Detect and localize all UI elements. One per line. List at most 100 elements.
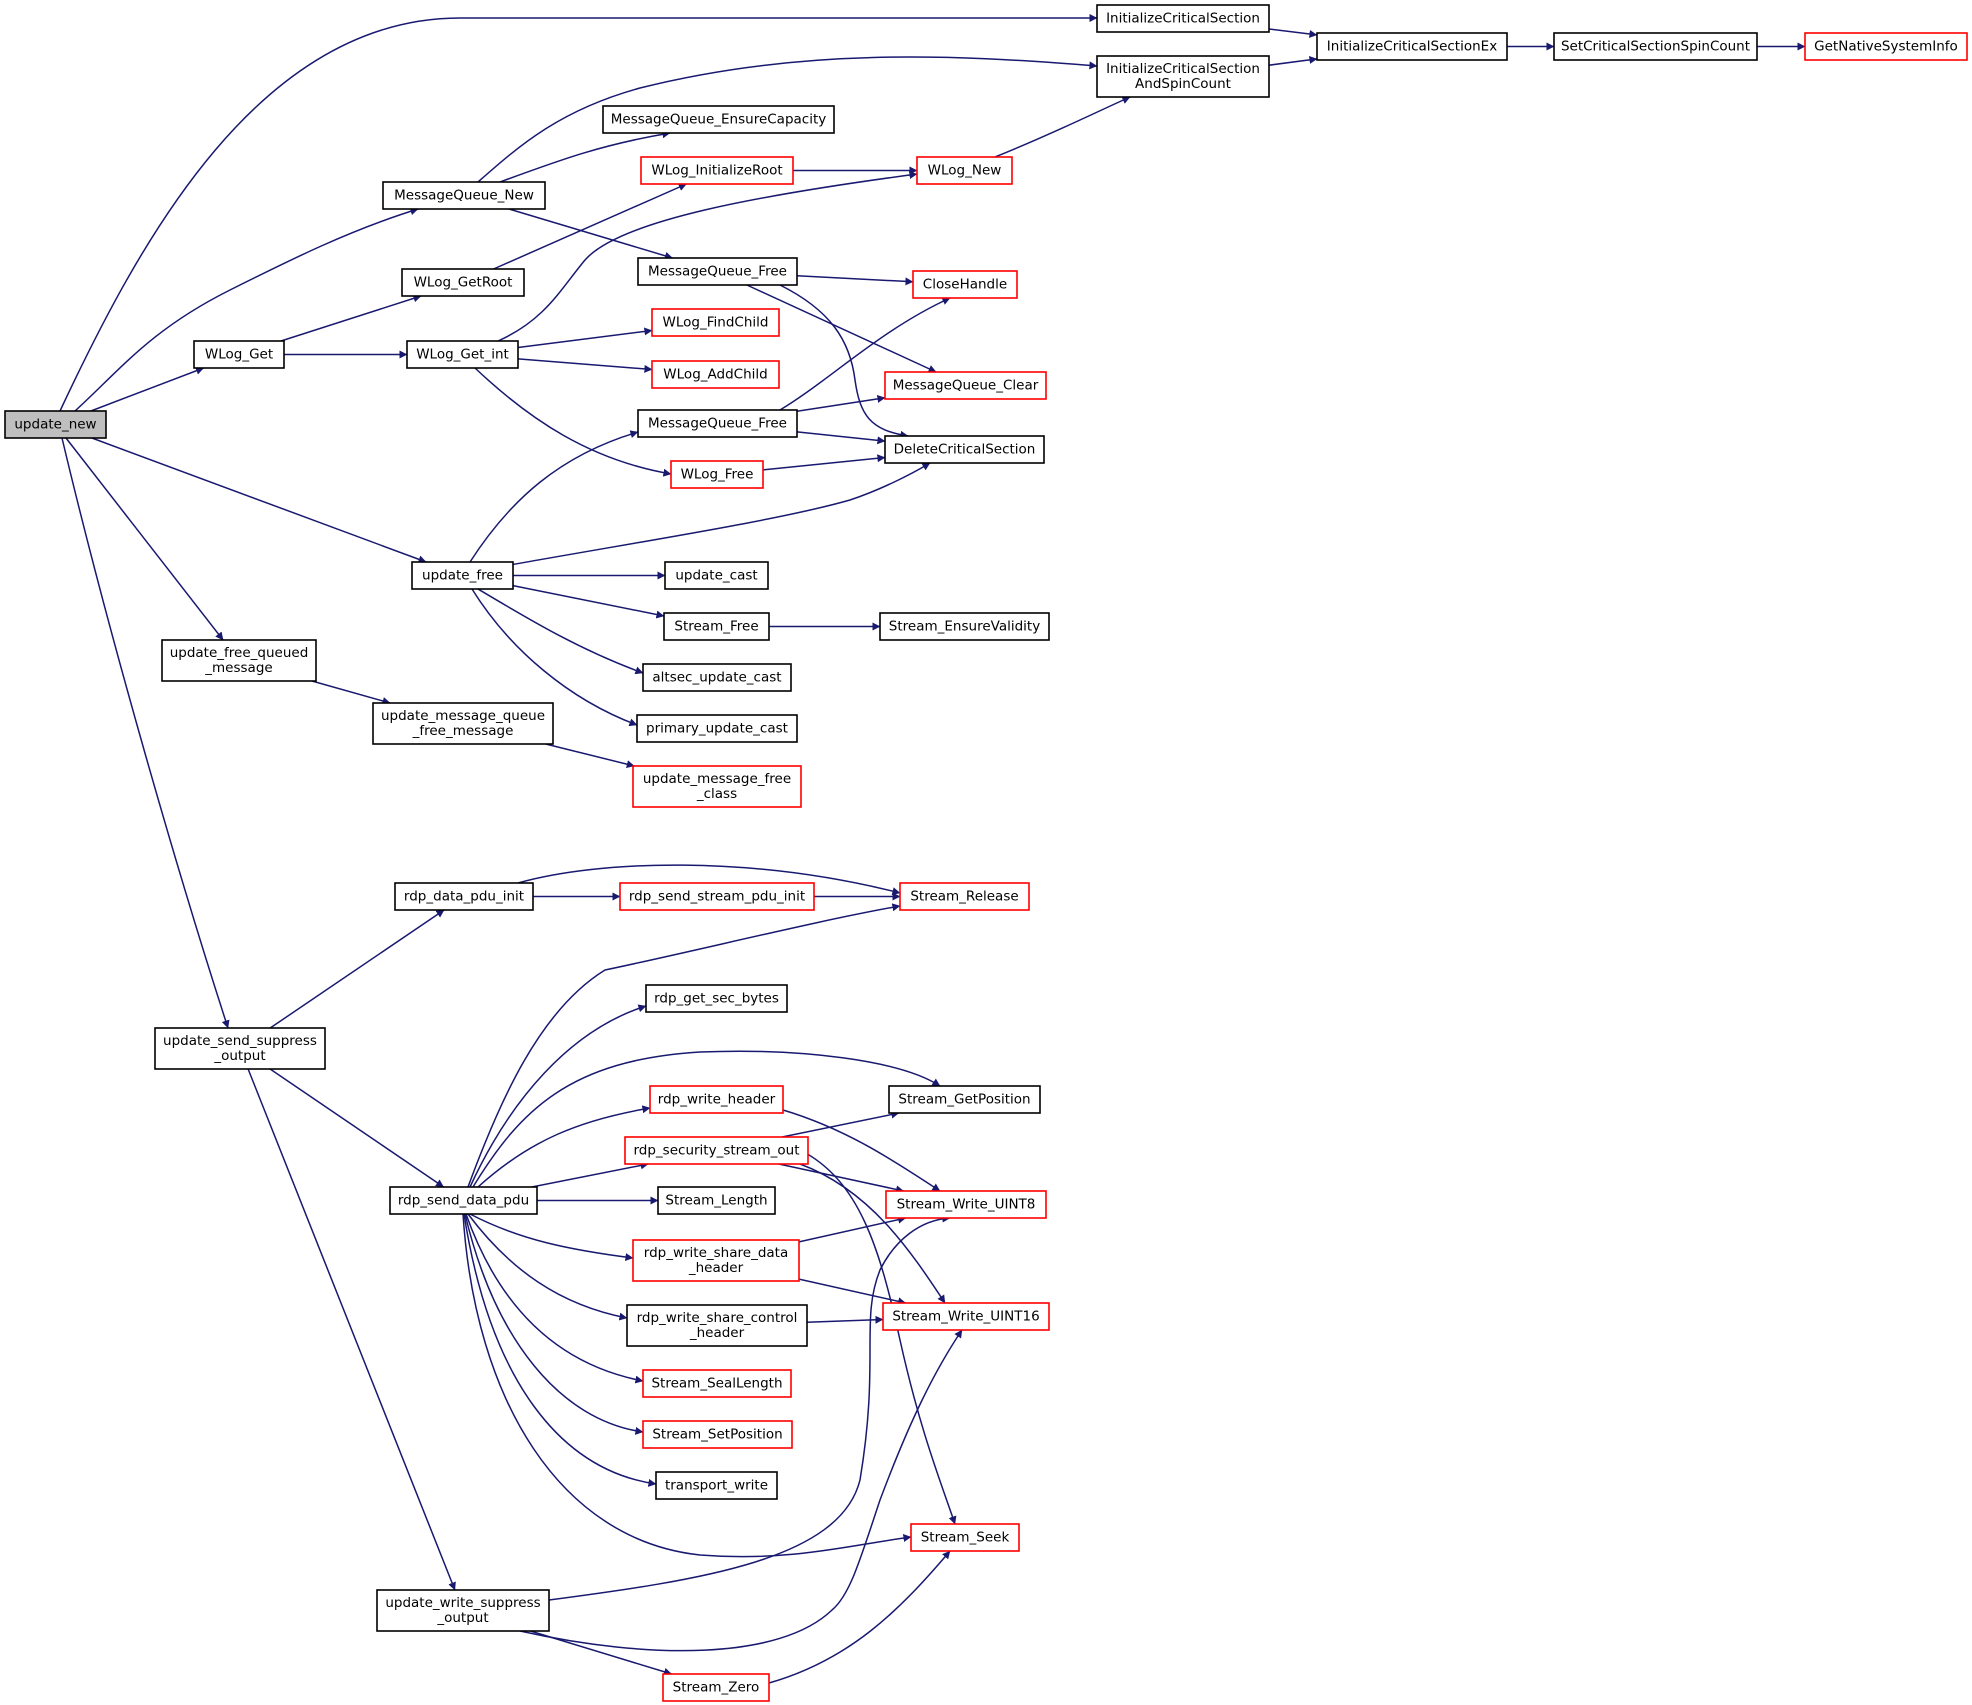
node-Stream_Release[interactable]: Stream_Release bbox=[899, 882, 1030, 911]
node-label: rdp_security_stream_out bbox=[633, 1143, 799, 1159]
node-rdp_write_share_data_header[interactable]: rdp_write_share_data_header bbox=[632, 1239, 800, 1282]
node-rdp_get_sec_bytes[interactable]: rdp_get_sec_bytes bbox=[645, 984, 788, 1013]
node-WLog_GetRoot[interactable]: WLog_GetRoot bbox=[401, 268, 525, 297]
edge-rdp_send_data_pdu-to-Stream_SealLength bbox=[465, 1213, 644, 1384]
edge-rdp_send_data_pdu-to-rdp_write_share_data_header bbox=[469, 1213, 634, 1262]
node-update_message_queue_free_message[interactable]: update_message_queue_free_message bbox=[372, 702, 554, 745]
edge-MessageQueue_Free_a-to-DeleteCriticalSection bbox=[779, 284, 909, 439]
edge-rdp_write_header-to-Stream_Write_UINT8 bbox=[782, 1109, 941, 1192]
node-box bbox=[662, 1673, 770, 1702]
node-box bbox=[912, 270, 1018, 299]
edge-rdp_data_pdu_init-to-Stream_Release bbox=[517, 864, 901, 896]
edge-rdp_write_share_data_header-to-Stream_Write_UINT8 bbox=[798, 1215, 907, 1243]
node-label: InitializeCriticalSectionEx bbox=[1327, 39, 1497, 55]
edge-update_new-to-update_free bbox=[91, 437, 427, 564]
node-rdp_data_pdu_init[interactable]: rdp_data_pdu_init bbox=[394, 882, 534, 911]
node-InitializeCriticalSection[interactable]: InitializeCriticalSection bbox=[1096, 4, 1270, 33]
edge-rdp_send_data_pdu-to-rdp_security_stream_out bbox=[531, 1161, 649, 1188]
node-box bbox=[663, 612, 770, 641]
node-rdp_security_stream_out[interactable]: rdp_security_stream_out bbox=[624, 1136, 809, 1165]
node-label: _output bbox=[213, 1048, 265, 1064]
node-update_free_queued_message[interactable]: update_free_queued_message bbox=[161, 639, 317, 682]
node-Stream_SetPosition[interactable]: Stream_SetPosition bbox=[642, 1420, 793, 1449]
node-Stream_Zero[interactable]: Stream_Zero bbox=[662, 1673, 770, 1702]
node-MessageQueue_Free_b[interactable]: MessageQueue_Free bbox=[637, 409, 798, 438]
node-GetNativeSystemInfo[interactable]: GetNativeSystemInfo bbox=[1804, 32, 1968, 61]
node-label: InitializeCriticalSection bbox=[1106, 61, 1260, 77]
node-MessageQueue_New[interactable]: MessageQueue_New bbox=[382, 181, 546, 210]
node-altsec_update_cast[interactable]: altsec_update_cast bbox=[642, 663, 792, 692]
edges-layer bbox=[59, 14, 1806, 1684]
node-WLog_Get_int[interactable]: WLog_Get_int bbox=[406, 340, 519, 369]
node-box bbox=[1316, 32, 1508, 61]
node-Stream_GetPosition[interactable]: Stream_GetPosition bbox=[888, 1085, 1041, 1114]
edge-rdp_write_share_control_header-to-Stream_Write_UINT16 bbox=[806, 1315, 884, 1324]
node-label: AndSpinCount bbox=[1135, 76, 1231, 92]
node-box bbox=[637, 409, 798, 438]
edge-update_free-to-primary_update_cast bbox=[471, 588, 638, 727]
edge-MessageQueue_Free_b-to-CloseHandle bbox=[779, 297, 951, 411]
node-MessageQueue_EnsureCapacity[interactable]: MessageQueue_EnsureCapacity bbox=[602, 105, 835, 134]
node-label: rdp_data_pdu_init bbox=[404, 889, 524, 905]
node-rdp_write_header[interactable]: rdp_write_header bbox=[649, 1085, 784, 1114]
node-label: update_free_queued bbox=[170, 645, 309, 661]
edge-rdp_write_share_data_header-to-Stream_Write_UINT16 bbox=[798, 1278, 907, 1306]
node-WLog_Free[interactable]: WLog_Free bbox=[670, 460, 764, 489]
node-update_message_free_class[interactable]: update_message_free_class bbox=[632, 765, 802, 808]
node-transport_write[interactable]: transport_write bbox=[655, 1471, 778, 1500]
node-label: _message bbox=[204, 660, 272, 676]
node-box bbox=[640, 156, 794, 185]
edge-WLog_Free-to-DeleteCriticalSection bbox=[762, 454, 886, 471]
edge-update_send_suppress_output-to-rdp_data_pdu_init bbox=[269, 909, 445, 1029]
node-update_send_suppress_output[interactable]: update_send_suppress_output bbox=[154, 1027, 326, 1070]
node-WLog_Get[interactable]: WLog_Get bbox=[193, 340, 285, 369]
node-MessageQueue_Free_a[interactable]: MessageQueue_Free bbox=[637, 257, 798, 286]
node-WLog_InitializeRoot[interactable]: WLog_InitializeRoot bbox=[640, 156, 794, 185]
node-box bbox=[636, 714, 798, 743]
node-Stream_Length[interactable]: Stream_Length bbox=[657, 1186, 776, 1215]
node-MessageQueue_Clear[interactable]: MessageQueue_Clear bbox=[884, 371, 1047, 400]
node-WLog_FindChild[interactable]: WLog_FindChild bbox=[651, 308, 780, 337]
edge-update_new-to-WLog_Get bbox=[90, 366, 204, 412]
node-update_new[interactable]: update_new bbox=[4, 410, 107, 439]
node-Stream_EnsureValidity[interactable]: Stream_EnsureValidity bbox=[879, 612, 1050, 641]
edge-MessageQueue_Free_a-to-CloseHandle bbox=[796, 274, 914, 286]
node-update_free[interactable]: update_free bbox=[411, 561, 514, 590]
node-label: _class bbox=[696, 786, 737, 802]
node-rdp_send_stream_pdu_init[interactable]: rdp_send_stream_pdu_init bbox=[619, 882, 815, 911]
node-box bbox=[651, 308, 780, 337]
edge-WLog_GetRoot-to-WLog_InitializeRoot bbox=[493, 183, 687, 270]
nodes-layer: update_newInitializeCriticalSectionIniti… bbox=[4, 4, 1968, 1702]
node-Stream_Free[interactable]: Stream_Free bbox=[663, 612, 770, 641]
node-box bbox=[655, 1471, 778, 1500]
node-Stream_Write_UINT8[interactable]: Stream_Write_UINT8 bbox=[885, 1190, 1047, 1219]
node-label: MessageQueue_EnsureCapacity bbox=[611, 112, 827, 128]
edge-WLog_Get_int-to-WLog_AddChild bbox=[517, 358, 653, 373]
node-update_cast[interactable]: update_cast bbox=[664, 561, 769, 590]
node-rdp_send_data_pdu[interactable]: rdp_send_data_pdu bbox=[389, 1186, 538, 1215]
edge-rdp_security_stream_out-to-Stream_Write_UINT16 bbox=[799, 1163, 946, 1304]
node-Stream_Seek[interactable]: Stream_Seek bbox=[910, 1523, 1020, 1552]
edge-MessageQueue_New-to-MessageQueue_EnsureCapacity bbox=[499, 130, 671, 183]
edge-MessageQueue_Free_b-to-MessageQueue_Clear bbox=[796, 394, 886, 413]
node-Stream_SealLength[interactable]: Stream_SealLength bbox=[642, 1369, 792, 1398]
edge-rdp_security_stream_out-to-Stream_Write_UINT8 bbox=[778, 1163, 904, 1194]
node-Stream_Write_UINT16[interactable]: Stream_Write_UINT16 bbox=[882, 1302, 1050, 1331]
node-primary_update_cast[interactable]: primary_update_cast bbox=[636, 714, 798, 743]
node-label: rdp_get_sec_bytes bbox=[654, 991, 779, 1007]
node-WLog_New[interactable]: WLog_New bbox=[916, 156, 1013, 185]
node-box bbox=[4, 410, 107, 439]
node-label: WLog_Get bbox=[205, 347, 273, 363]
node-update_write_suppress_output[interactable]: update_write_suppress_output bbox=[376, 1589, 550, 1632]
node-CloseHandle[interactable]: CloseHandle bbox=[912, 270, 1018, 299]
node-box bbox=[670, 460, 764, 489]
node-label: _header bbox=[688, 1260, 744, 1276]
node-SetCriticalSectionSpinCount[interactable]: SetCriticalSectionSpinCount bbox=[1553, 32, 1758, 61]
edge-MessageQueue_New-to-InitializeCriticalSectionAndSpinCount bbox=[477, 56, 1098, 183]
node-DeleteCriticalSection[interactable]: DeleteCriticalSection bbox=[884, 435, 1045, 464]
node-InitializeCriticalSectionEx[interactable]: InitializeCriticalSectionEx bbox=[1316, 32, 1508, 61]
node-rdp_write_share_control_header[interactable]: rdp_write_share_control_header bbox=[626, 1304, 808, 1347]
node-WLog_AddChild[interactable]: WLog_AddChild bbox=[651, 360, 780, 389]
node-label: DeleteCriticalSection bbox=[894, 442, 1036, 458]
